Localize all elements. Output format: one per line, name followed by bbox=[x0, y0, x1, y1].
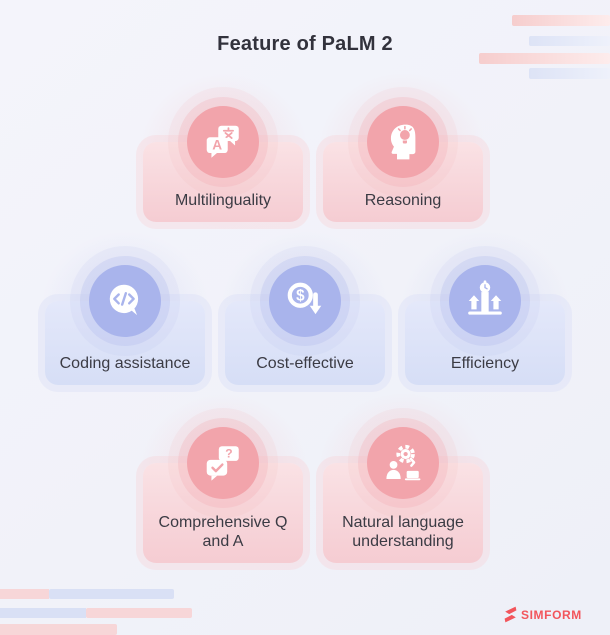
feature-card-natural-language-understanding: Natural language understanding bbox=[323, 427, 483, 563]
feature-card-coding-assistance: Coding assistance bbox=[45, 265, 205, 385]
decor-bar bbox=[49, 589, 174, 599]
simform-logo: SIMFORM bbox=[503, 606, 582, 623]
feature-label: Reasoning bbox=[364, 191, 442, 209]
svg-text:A: A bbox=[212, 138, 222, 153]
feature-label: Coding assistance bbox=[59, 354, 191, 372]
decor-bar bbox=[0, 624, 117, 635]
head-lightbulb-icon bbox=[367, 106, 439, 178]
decor-bar bbox=[529, 36, 610, 46]
svg-text:?: ? bbox=[225, 447, 232, 461]
gear-person-laptop-icon bbox=[367, 427, 439, 499]
svg-text:$: $ bbox=[296, 288, 305, 305]
feature-label: Cost-effective bbox=[256, 354, 354, 372]
feature-label: Efficiency bbox=[450, 354, 520, 372]
feature-label: Comprehensive Q and A bbox=[158, 513, 288, 550]
feature-card-cost-effective: $ Cost-effective bbox=[225, 265, 385, 385]
code-speech-bubble-icon bbox=[89, 265, 161, 337]
dollar-down-arrow-icon: $ bbox=[269, 265, 341, 337]
decor-bar bbox=[0, 608, 86, 618]
stopwatch-growth-icon bbox=[449, 265, 521, 337]
page-title: Feature of PaLM 2 bbox=[217, 33, 393, 55]
feature-card-reasoning: Reasoning bbox=[323, 106, 483, 222]
feature-label: Natural language understanding bbox=[342, 513, 464, 550]
translation-bubbles-icon: A bbox=[187, 106, 259, 178]
feature-card-efficiency: Efficiency bbox=[405, 265, 565, 385]
feature-card-multilinguality: A Multilinguality bbox=[143, 106, 303, 222]
decor-bar bbox=[529, 68, 610, 79]
simform-logo-icon bbox=[503, 606, 518, 623]
decor-bar bbox=[479, 53, 610, 64]
simform-logo-text: SIMFORM bbox=[521, 607, 582, 622]
decor-bar bbox=[0, 589, 49, 599]
decor-bar bbox=[512, 15, 610, 26]
decor-bar bbox=[86, 608, 192, 618]
feature-card-comprehensive-qa: ? Comprehensive Q and A bbox=[143, 427, 303, 563]
feature-label: Multilinguality bbox=[174, 191, 272, 209]
question-check-bubbles-icon: ? bbox=[187, 427, 259, 499]
